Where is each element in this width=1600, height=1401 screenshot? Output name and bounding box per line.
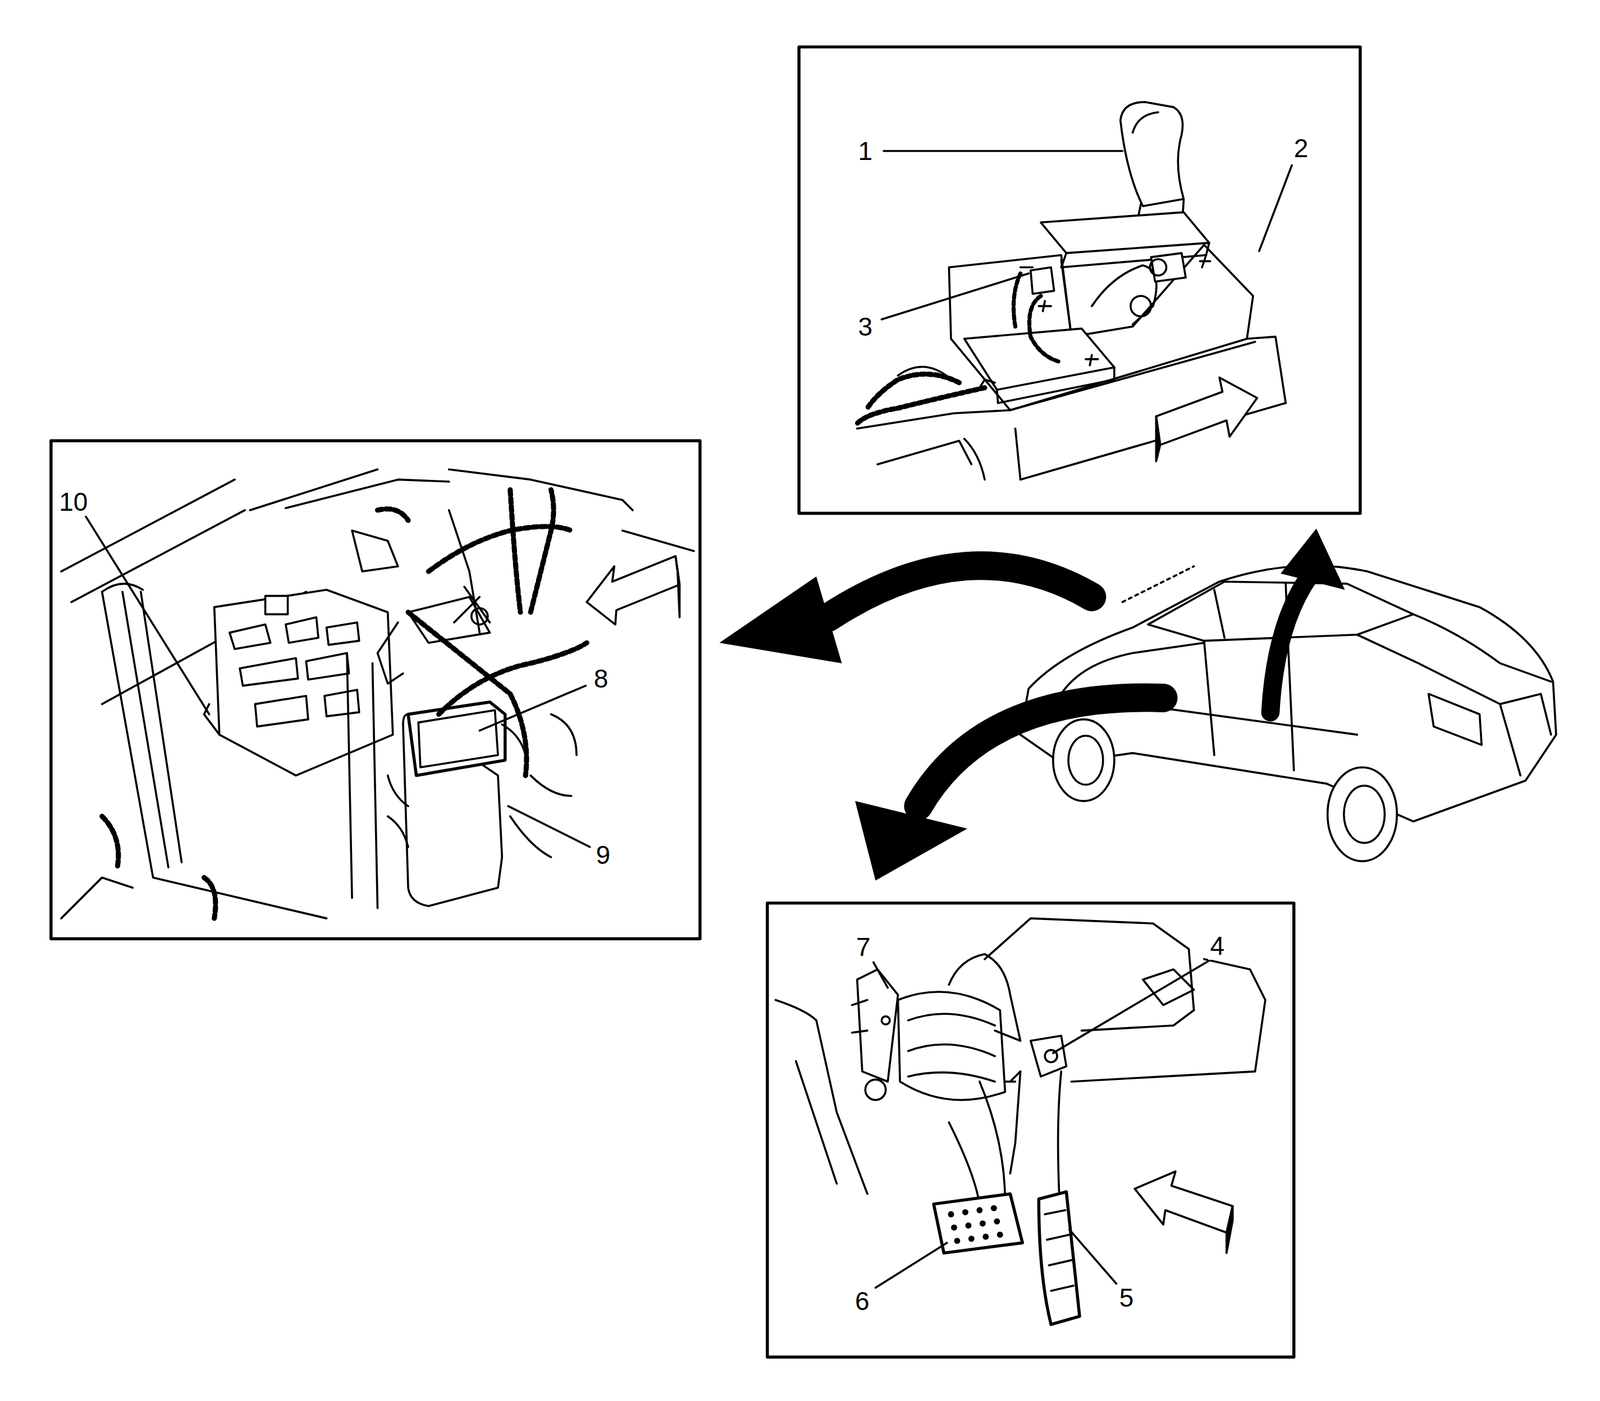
shifter-assembly [857, 102, 1286, 480]
callout-number: 5 [1117, 1283, 1137, 1312]
pointer-arrow [719, 528, 1345, 881]
detail-frame [798, 47, 1361, 514]
callout-number: 3 [856, 312, 876, 341]
callout-number: 8 [591, 664, 611, 693]
callout-number: 6 [852, 1287, 872, 1316]
pedal-assembly [775, 918, 1265, 1325]
callout-number: 9 [593, 840, 613, 870]
leader-line [85, 151, 1292, 1288]
view-arrow [1134, 1171, 1233, 1254]
callout-number: 4 [1208, 931, 1228, 960]
view-arrow [1155, 377, 1257, 462]
callout-number: 10 [56, 487, 90, 516]
callout-number: 2 [1291, 134, 1311, 163]
module-area [61, 469, 694, 919]
detail-frame [767, 903, 1295, 1358]
callout-number: 7 [853, 933, 873, 962]
callout-number: 1 [856, 136, 876, 166]
view-arrow [586, 556, 680, 625]
detail-frame [51, 440, 701, 939]
